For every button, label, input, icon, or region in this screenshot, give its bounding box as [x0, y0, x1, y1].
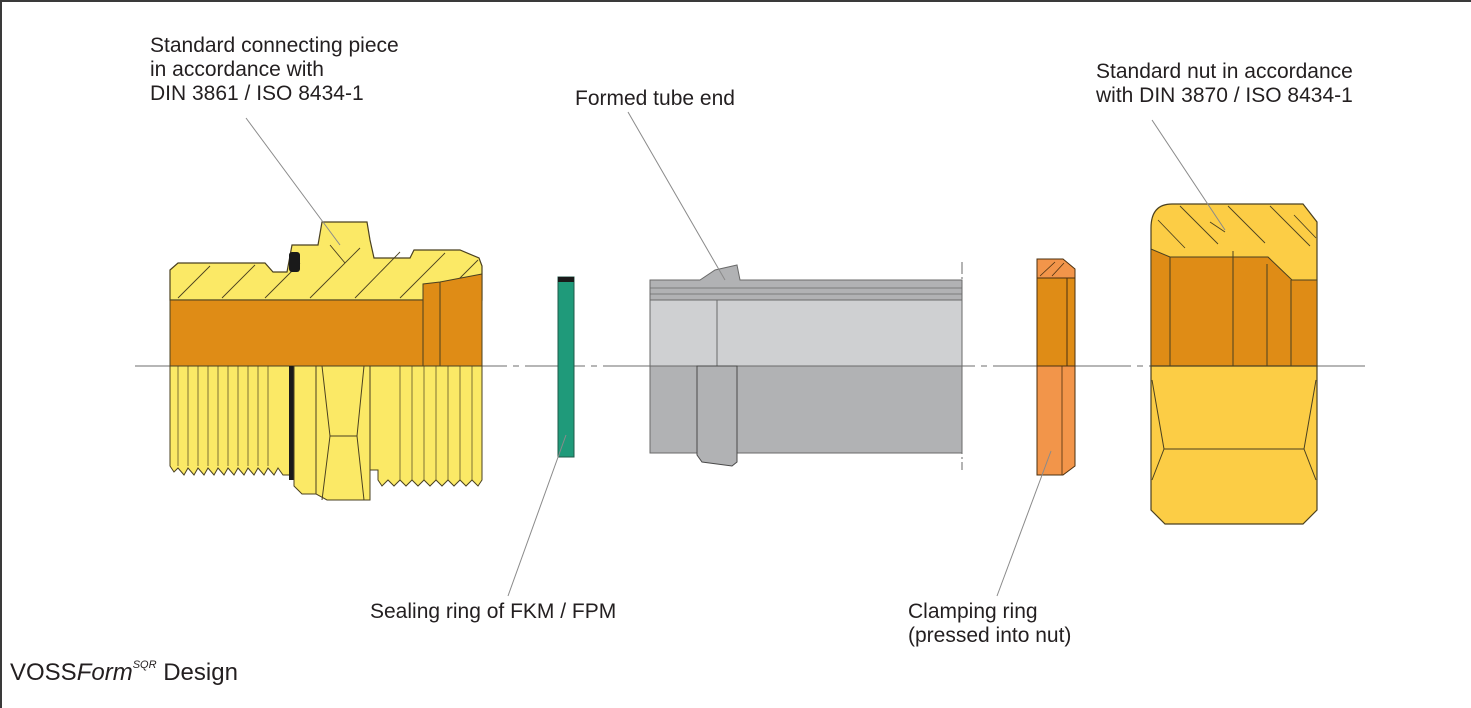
hex-collar [293, 365, 317, 495]
formed-tube [649, 262, 963, 470]
label-line: (pressed into nut) [908, 624, 1072, 647]
title-italic: Form [76, 659, 133, 686]
leader-lines [245, 111, 1226, 597]
leader-sealing-ring [507, 434, 567, 597]
tube-upper [649, 299, 963, 367]
label-line: Formed tube end [575, 87, 735, 110]
connecting-piece-lower [169, 365, 291, 476]
connecting-piece-thread-right [369, 365, 483, 487]
connecting-piece-upper [169, 221, 483, 301]
title-superscript: SQR [132, 659, 157, 671]
label-sealing-ring: Sealing ring of FKM / FPM [370, 600, 616, 624]
label-standard-nut: Standard nut in accordance with DIN 3870… [1096, 60, 1353, 108]
label-line: with DIN 3870 / ISO 8434-1 [1096, 84, 1353, 107]
diagram-title: VOSSFormSQR Design [10, 652, 238, 686]
standard-nut [1150, 203, 1318, 525]
thread-lines-right [399, 366, 473, 480]
hex-flats [315, 365, 371, 501]
label-clamping-ring: Clamping ring (pressed into nut) [908, 600, 1071, 648]
leader-standard-nut [1151, 119, 1226, 231]
label-line: Sealing ring of FKM / FPM [370, 600, 617, 623]
title-prefix: VOSS [10, 659, 77, 686]
nut-lower [1150, 365, 1318, 525]
connecting-piece [169, 221, 483, 501]
title-suffix: Design [156, 659, 238, 686]
nut-bore [1150, 248, 1318, 367]
label-connecting-piece: Standard connecting piece in accordance … [150, 34, 399, 106]
leader-formed-tube-end [627, 111, 726, 281]
clamping-ring [1036, 258, 1076, 476]
label-line: Standard nut in accordance [1096, 60, 1353, 83]
sealing-ring [557, 276, 575, 458]
leader-clamping-ring [996, 450, 1052, 597]
label-line: DIN 3861 / ISO 8434-1 [150, 82, 364, 105]
label-line: Standard connecting piece [150, 34, 399, 57]
thread-lines-left [177, 366, 269, 466]
o-ring-seal [289, 252, 300, 272]
label-line: in accordance with [150, 58, 324, 81]
label-line: Clamping ring [908, 600, 1038, 623]
label-formed-tube-end: Formed tube end [575, 87, 735, 111]
leader-connecting-piece [245, 117, 341, 246]
nut-hatch [1157, 205, 1317, 249]
